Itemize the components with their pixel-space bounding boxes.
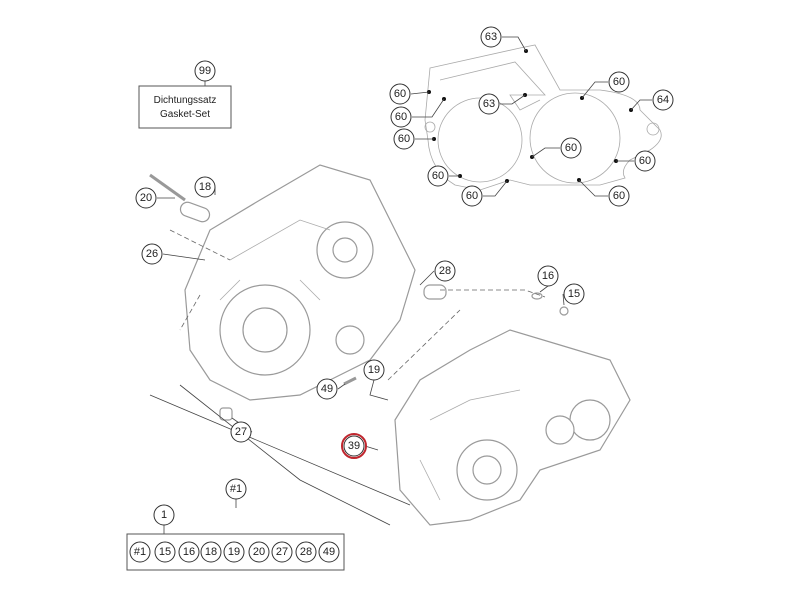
callout-19[interactable]: 19 bbox=[363, 359, 385, 381]
svg-text:26: 26 bbox=[146, 248, 158, 260]
callout-60[interactable]: 60 bbox=[608, 71, 630, 93]
dowel-27 bbox=[219, 407, 233, 421]
svg-text:60: 60 bbox=[394, 88, 406, 100]
svg-text:20: 20 bbox=[140, 192, 152, 204]
svg-text:19: 19 bbox=[368, 364, 380, 376]
callout-39-highlighted[interactable]: 39 bbox=[341, 433, 367, 459]
svg-text:60: 60 bbox=[565, 142, 577, 154]
svg-text:39: 39 bbox=[348, 440, 360, 452]
svg-text:49: 49 bbox=[321, 383, 333, 395]
svg-text:63: 63 bbox=[483, 98, 495, 110]
callout-20[interactable]: 20 bbox=[135, 187, 157, 209]
kit-item-callout[interactable]: 28 bbox=[295, 541, 317, 563]
kit-item-label: 20 bbox=[253, 546, 265, 558]
kit-item-label: 27 bbox=[276, 546, 288, 558]
svg-text:63: 63 bbox=[485, 31, 497, 43]
screw-20 bbox=[149, 173, 186, 202]
kit-item-callout[interactable]: 15 bbox=[154, 541, 176, 563]
svg-text:15: 15 bbox=[568, 288, 580, 300]
kit-item-label: 19 bbox=[228, 546, 240, 558]
callout-60[interactable]: 60 bbox=[461, 185, 483, 207]
svg-text:1: 1 bbox=[161, 509, 167, 521]
kit-item-label: 16 bbox=[183, 546, 195, 558]
bush-28 bbox=[423, 284, 447, 300]
crankcase-gasket bbox=[424, 44, 662, 191]
svg-text:60: 60 bbox=[432, 170, 444, 182]
gasket-dots bbox=[427, 49, 633, 183]
callout-60[interactable]: 60 bbox=[393, 128, 415, 150]
svg-text:60: 60 bbox=[639, 155, 651, 167]
gasket-set-label-de: Dichtungssatz bbox=[154, 95, 217, 106]
callout-16[interactable]: 16 bbox=[537, 265, 559, 287]
kit-item-callout[interactable]: 19 bbox=[223, 541, 245, 563]
kit-item-label: 18 bbox=[205, 546, 217, 558]
callout-28[interactable]: 28 bbox=[434, 260, 456, 282]
bush-18 bbox=[179, 201, 211, 223]
callout-1[interactable]: 1 bbox=[153, 504, 175, 526]
svg-text:28: 28 bbox=[439, 265, 451, 277]
svg-text:60: 60 bbox=[398, 133, 410, 145]
callout-26[interactable]: 26 bbox=[141, 243, 163, 265]
callout-60[interactable]: 60 bbox=[634, 150, 656, 172]
callout-49[interactable]: 49 bbox=[316, 378, 338, 400]
callout-64[interactable]: 64 bbox=[652, 89, 674, 111]
kit-item-label: 15 bbox=[159, 546, 171, 558]
kit-item-label: 49 bbox=[323, 546, 335, 558]
kit-item-callout[interactable]: 16 bbox=[178, 541, 200, 563]
svg-text:99: 99 bbox=[199, 65, 211, 77]
svg-text:60: 60 bbox=[395, 111, 407, 123]
washer-16 bbox=[531, 292, 543, 300]
callout-hash1[interactable]: #1 bbox=[225, 478, 247, 500]
svg-text:27: 27 bbox=[235, 426, 247, 438]
callout-27[interactable]: 27 bbox=[230, 421, 252, 443]
screw-49 bbox=[343, 376, 357, 386]
callout-18[interactable]: 18 bbox=[194, 176, 216, 198]
svg-text:60: 60 bbox=[613, 190, 625, 202]
callout-15[interactable]: 15 bbox=[563, 283, 585, 305]
svg-text:18: 18 bbox=[199, 181, 211, 193]
gasket-set-box: Dichtungssatz Gasket-Set bbox=[138, 85, 232, 129]
svg-text:16: 16 bbox=[542, 270, 554, 282]
svg-text:60: 60 bbox=[466, 190, 478, 202]
left-crankcase-half bbox=[184, 164, 416, 401]
callout-63[interactable]: 63 bbox=[480, 26, 502, 48]
kit-item-callout[interactable]: #1 bbox=[129, 541, 151, 563]
kit-item-callout[interactable]: 49 bbox=[318, 541, 340, 563]
right-crankcase-half bbox=[394, 329, 631, 526]
kit-contents-box: #1 15 16 18 19 20 27 28 49 bbox=[126, 533, 345, 571]
callout-60[interactable]: 60 bbox=[560, 137, 582, 159]
nut-15 bbox=[559, 306, 569, 316]
callout-60[interactable]: 60 bbox=[389, 83, 411, 105]
kit-item-callout[interactable]: 18 bbox=[200, 541, 222, 563]
svg-text:64: 64 bbox=[657, 94, 669, 106]
callout-60[interactable]: 60 bbox=[427, 165, 449, 187]
kit-item-label: #1 bbox=[134, 546, 146, 558]
kit-item-callout[interactable]: 20 bbox=[248, 541, 270, 563]
callout-63[interactable]: 63 bbox=[478, 93, 500, 115]
callout-60[interactable]: 60 bbox=[390, 106, 412, 128]
gasket-set-label-en: Gasket-Set bbox=[160, 109, 210, 120]
kit-item-label: 28 bbox=[300, 546, 312, 558]
kit-item-callout[interactable]: 27 bbox=[271, 541, 293, 563]
callout-60[interactable]: 60 bbox=[608, 185, 630, 207]
svg-text:#1: #1 bbox=[230, 483, 242, 495]
callout-99[interactable]: 99 bbox=[194, 60, 216, 82]
svg-text:60: 60 bbox=[613, 76, 625, 88]
